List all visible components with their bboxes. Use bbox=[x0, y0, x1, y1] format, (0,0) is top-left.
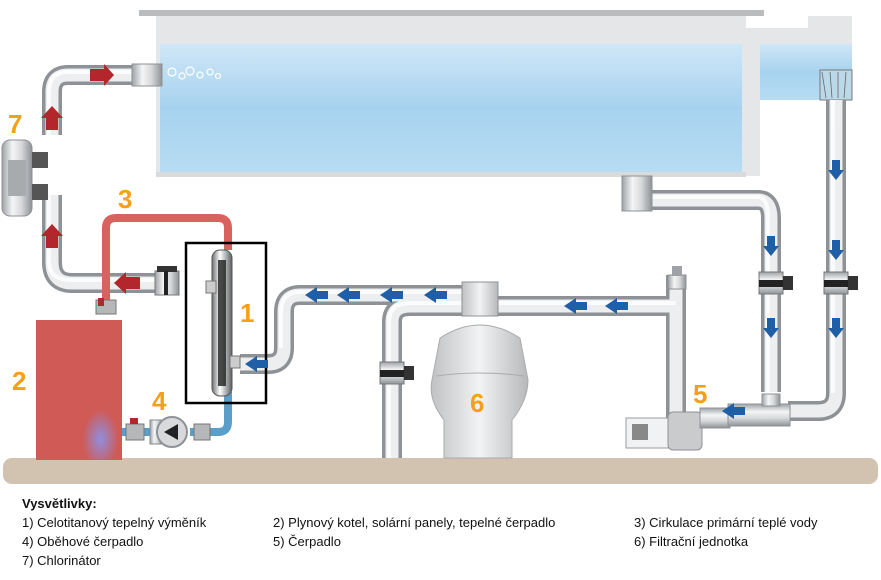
valve-icon bbox=[125, 418, 145, 441]
pool-basin bbox=[139, 10, 853, 177]
legend-item: 3) Cirkulace primární teplé vody bbox=[634, 515, 818, 530]
arrow-icon bbox=[41, 224, 63, 248]
pipe-cap bbox=[672, 266, 682, 276]
arrow-icon bbox=[337, 287, 360, 303]
label-3: 3 bbox=[118, 184, 132, 214]
label-4: 4 bbox=[152, 386, 167, 416]
filter-unit bbox=[430, 281, 529, 459]
legend-item: 4) Oběhové čerpadlo bbox=[22, 534, 144, 549]
legend-item: 7) Chlorinátor bbox=[22, 553, 101, 568]
primary-hot-water-loop bbox=[102, 214, 232, 300]
pool-outlet bbox=[621, 175, 653, 212]
arrow-icon bbox=[424, 287, 447, 303]
label-6: 6 bbox=[470, 388, 484, 418]
legend: Vysvětlivky: 1) Celotitanový tepelný vým… bbox=[0, 490, 881, 580]
heat-exchanger bbox=[205, 249, 241, 397]
valve-icon bbox=[823, 271, 858, 295]
flow-arrows-hot bbox=[41, 64, 140, 294]
legend-item: 2) Plynový kotel, solární panely, tepeln… bbox=[273, 515, 556, 530]
arrow-icon bbox=[763, 236, 779, 256]
ground bbox=[3, 458, 878, 484]
arrow-icon bbox=[828, 318, 844, 338]
arrow-icon bbox=[828, 160, 844, 180]
arrow-icon bbox=[41, 106, 63, 130]
arrow-icon bbox=[722, 403, 745, 419]
arrow-icon bbox=[828, 240, 844, 260]
label-5: 5 bbox=[693, 379, 707, 409]
arrow-icon bbox=[380, 287, 403, 303]
legend-title: Vysvětlivky: bbox=[22, 496, 97, 511]
label-1: 1 bbox=[240, 298, 254, 328]
pipe-network bbox=[42, 65, 846, 458]
label-7: 7 bbox=[8, 109, 22, 139]
arrow-icon bbox=[564, 298, 587, 314]
arrow-icon bbox=[605, 298, 628, 314]
legend-item: 5) Čerpadlo bbox=[273, 534, 341, 549]
chlorinator bbox=[1, 139, 48, 217]
label-2: 2 bbox=[12, 366, 26, 396]
valve-icon bbox=[154, 266, 180, 296]
arrow-icon bbox=[305, 287, 328, 303]
pool-inlet-nozzle bbox=[131, 63, 163, 87]
valve-icon bbox=[758, 271, 793, 295]
valve-icon bbox=[379, 361, 414, 385]
arrow-icon bbox=[114, 272, 140, 294]
arrow-icon bbox=[245, 356, 268, 372]
arrow-icon bbox=[90, 64, 114, 86]
legend-item: 1) Celotitanový tepelný výměník bbox=[22, 515, 207, 530]
legend-item: 6) Filtrační jednotka bbox=[634, 534, 749, 549]
pipe-tee bbox=[667, 274, 687, 290]
pool-pump bbox=[625, 393, 791, 451]
flow-arrows-cold bbox=[245, 160, 844, 419]
circulation-pump bbox=[149, 416, 211, 448]
exchanger-frame bbox=[184, 241, 268, 405]
valve-icon bbox=[95, 298, 117, 315]
inlet-bubbles bbox=[167, 66, 222, 80]
boiler bbox=[36, 320, 122, 460]
arrow-icon bbox=[763, 318, 779, 338]
